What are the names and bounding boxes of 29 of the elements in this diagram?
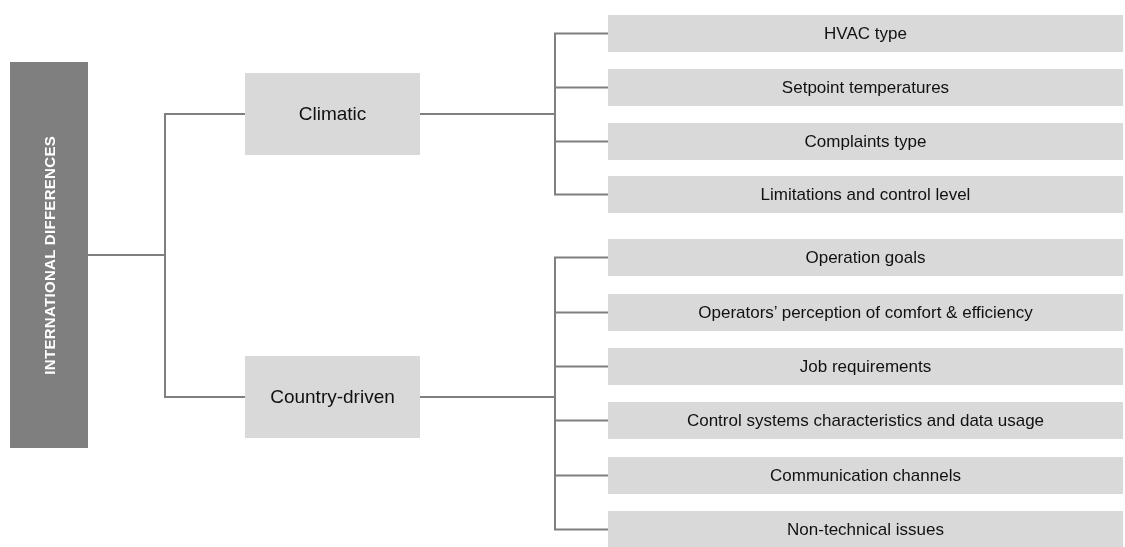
box-label: Operation goals <box>805 247 926 268</box>
box-label: Communication channels <box>770 465 961 486</box>
box-label: Country-driven <box>270 386 395 408</box>
factor-box <box>608 294 1123 331</box>
box-label: Complaints type <box>804 131 927 152</box>
connector-line <box>419 396 609 531</box>
box-label: HVAC type <box>824 23 907 44</box>
factor-box <box>608 239 1123 276</box>
box-label: Non-technical issues <box>787 519 944 540</box>
factor-box <box>608 123 1123 160</box>
factor-box <box>608 69 1123 106</box>
connector-line <box>419 113 609 196</box>
factor-box <box>608 402 1123 439</box>
factor-box <box>608 348 1123 385</box>
title-text: INTERNATIONAL DIFFERENCES <box>40 135 58 375</box>
category-box <box>245 73 420 155</box>
category-box <box>245 356 420 438</box>
factor-box <box>608 15 1123 52</box>
factor-box <box>608 511 1123 547</box>
connector-line <box>87 254 246 398</box>
box-label: Job requirements <box>799 356 932 377</box>
factor-box <box>608 176 1123 213</box>
factor-box <box>608 457 1123 494</box>
title-bar <box>10 62 88 448</box>
box-label: Limitations and control level <box>760 184 971 205</box>
box-label: Control systems characteristics and data usage <box>686 410 1045 431</box>
box-label: Climatic <box>298 103 367 125</box>
box-label: Operators’ perception of comfort & efficiency <box>698 302 1033 323</box>
box-label: Setpoint temperatures <box>781 77 950 98</box>
